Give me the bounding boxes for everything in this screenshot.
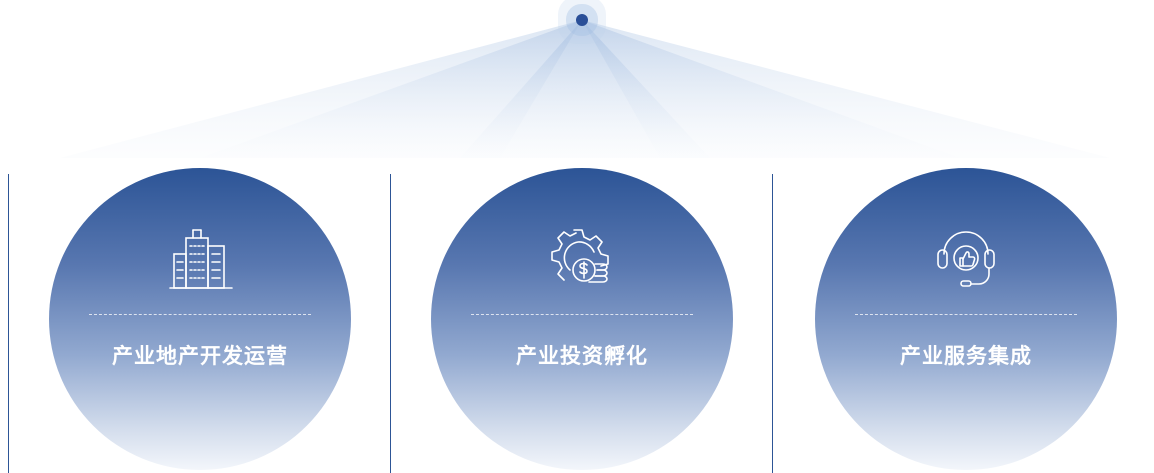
card-services: 产业服务集成 xyxy=(815,168,1117,470)
headset-thumbs-up-icon xyxy=(937,231,995,287)
divider-middle xyxy=(390,174,391,473)
card-divider xyxy=(89,314,311,315)
card-real-estate: 产业地产开发运营 xyxy=(49,168,351,470)
light-beams xyxy=(60,20,1110,158)
card-divider xyxy=(471,314,693,315)
card-title: 产业服务集成 xyxy=(900,344,1032,368)
card-divider xyxy=(855,314,1077,315)
divider-left xyxy=(8,174,9,473)
divider-right xyxy=(772,174,773,473)
beam-right xyxy=(582,20,960,158)
card-investment: 产业投资孵化 xyxy=(431,168,733,470)
apex-dot xyxy=(576,14,588,26)
beam-left xyxy=(200,20,582,158)
building-icon xyxy=(169,229,233,289)
card-title: 产业投资孵化 xyxy=(516,344,648,368)
card-title: 产业地产开发运营 xyxy=(112,344,288,368)
gear-coins-icon xyxy=(551,229,609,283)
